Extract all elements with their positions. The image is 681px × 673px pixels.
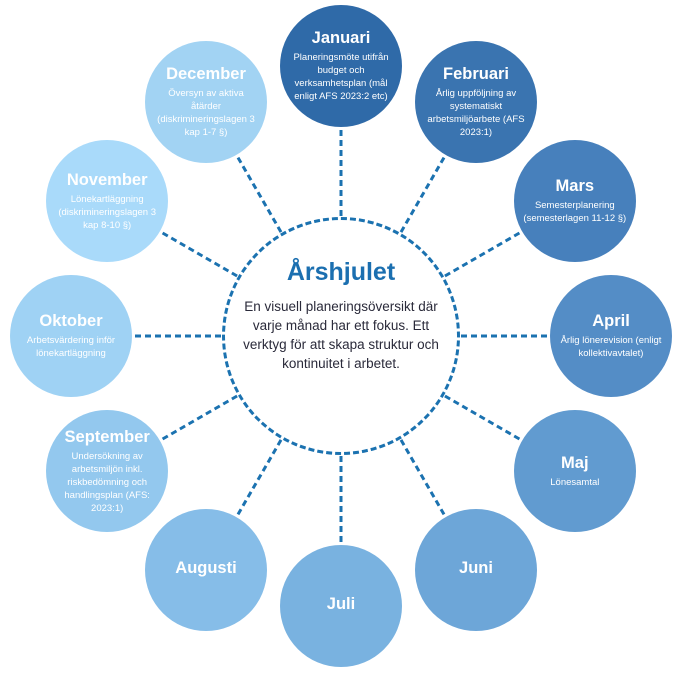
month-description: Översyn av aktiva åtärder (diskriminerin… (157, 88, 255, 139)
month-description: Årlig uppföljning av systematiskt arbets… (427, 88, 525, 139)
month-description: Lönesamtal (550, 476, 600, 488)
month-name: Maj (561, 453, 589, 472)
month-circle-juni: Juni (415, 508, 537, 631)
center-description: En visuell planeringsöversikt där varje … (243, 299, 439, 371)
month-description: Årlig lönerevision (enligt kollektivavta… (560, 335, 662, 359)
month-name: September (64, 427, 150, 446)
month-description: Lönekartläggning (diskrimineringslagen 3… (58, 193, 157, 231)
month-name: Oktober (39, 312, 103, 330)
month-name: Mars (555, 177, 595, 195)
month-name: Januari (311, 29, 371, 47)
month-name: April (592, 312, 630, 330)
month-circle-augusti: Augusti (145, 508, 267, 631)
month-name: Juli (326, 595, 356, 613)
month-description: Undersökning av arbetsmiljön inkl. riskb… (64, 450, 150, 514)
month-name: November (66, 170, 148, 189)
month-name: Augusti (175, 558, 237, 577)
month-name: Februari (442, 65, 510, 84)
center-title: Årshjulet (286, 258, 396, 286)
month-name: December (166, 65, 246, 84)
month-description: Semesterplanering (semesterlagen 11-12 §… (523, 200, 627, 224)
center-circle: Årshjulet En visuell planeringsöversikt … (222, 217, 460, 455)
month-description: Planeringsmöte utifrån budget och verksa… (293, 52, 389, 102)
month-circle-juli: Juli (280, 545, 402, 667)
month-description: Arbetsvärdering inför lönekartläggning (26, 335, 116, 359)
month-name: Juni (459, 558, 493, 577)
